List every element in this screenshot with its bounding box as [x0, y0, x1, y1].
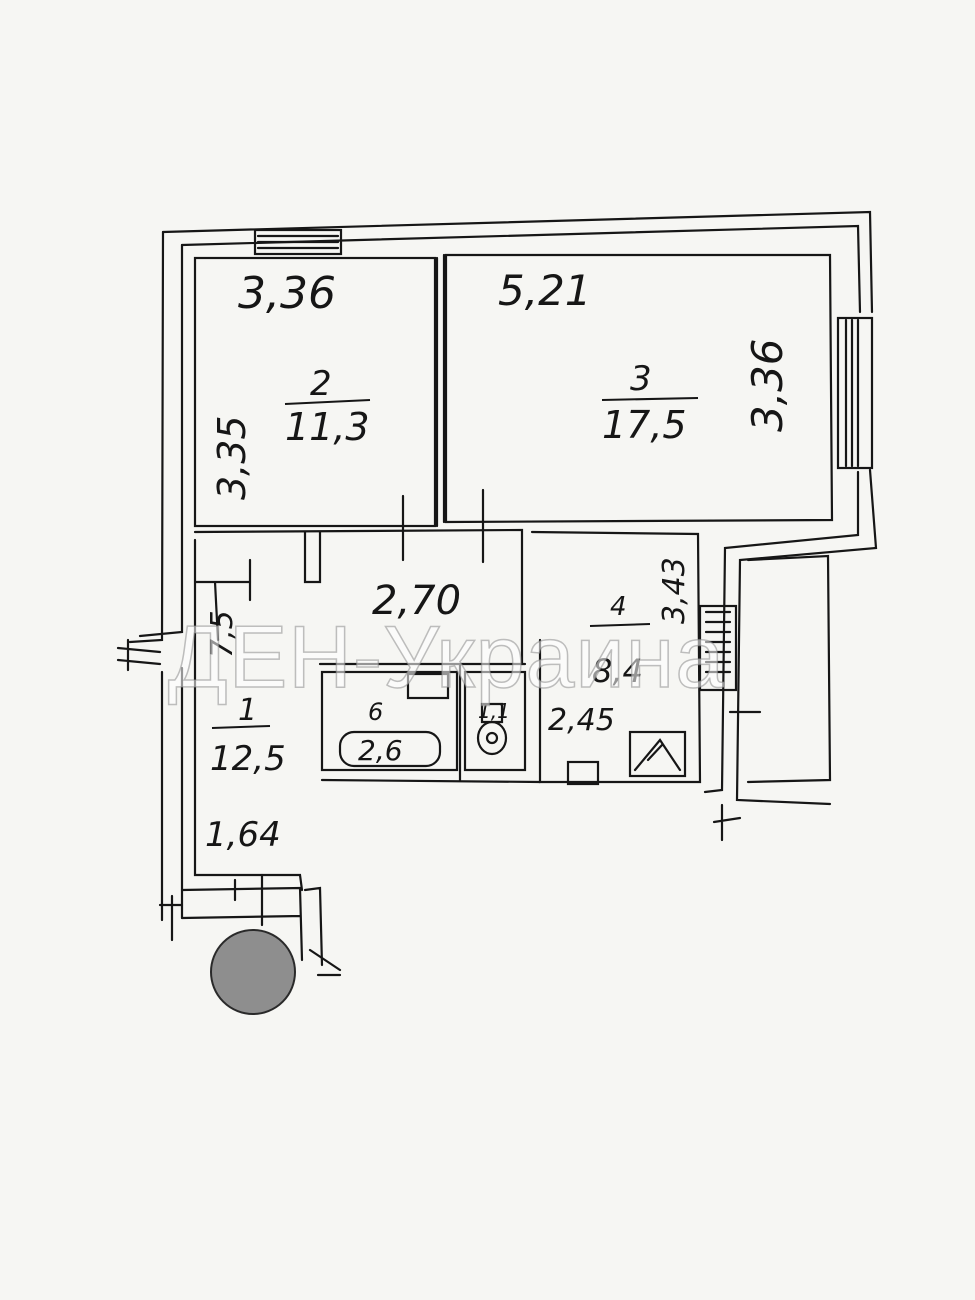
window-right	[836, 316, 874, 470]
room-1-number: 1	[238, 693, 257, 728]
room-1-length: 7,5	[205, 610, 240, 658]
window-top	[253, 228, 343, 256]
room-3-area: 17,5	[602, 403, 687, 447]
room-4-number: 4	[610, 592, 627, 622]
room-6-area: 2,6	[358, 734, 403, 767]
room-3-outline	[444, 253, 834, 524]
room-1-outline	[193, 538, 304, 892]
room-5-area: 1,1	[478, 699, 510, 723]
room-1-area: 12,5	[210, 739, 286, 779]
stove	[628, 730, 687, 778]
room-3-width: 5,21	[498, 266, 592, 315]
marker-dot	[210, 929, 296, 1015]
hall-outline	[193, 528, 702, 784]
room-5-outline	[463, 670, 527, 772]
room-4-area: 8,4	[592, 652, 643, 690]
room-4-width: 3,43	[657, 557, 692, 624]
room-2-outline	[193, 256, 437, 528]
room-3-length: 3,36	[743, 338, 792, 432]
sink	[566, 760, 600, 786]
bottom-wall	[180, 886, 324, 967]
room-2-number: 2	[310, 364, 332, 404]
room-3-number: 3	[630, 359, 652, 399]
hall-dimension: 2,70	[372, 578, 461, 624]
room-6-outline	[320, 670, 459, 772]
outer-wall-inner	[180, 224, 862, 794]
window-kitchen	[698, 604, 738, 692]
room-2-area: 11,3	[285, 405, 370, 449]
room-1-width: 1,64	[205, 815, 281, 855]
bathtub	[338, 730, 442, 768]
left-outer-wall	[128, 230, 184, 922]
room-6-number: 6	[368, 698, 383, 726]
room-2-length: 3,35	[210, 415, 254, 500]
loggia	[746, 554, 832, 784]
room-4-length: 2,45	[548, 703, 615, 738]
room-2-width: 3,36	[238, 268, 336, 319]
outer-wall	[161, 210, 878, 806]
